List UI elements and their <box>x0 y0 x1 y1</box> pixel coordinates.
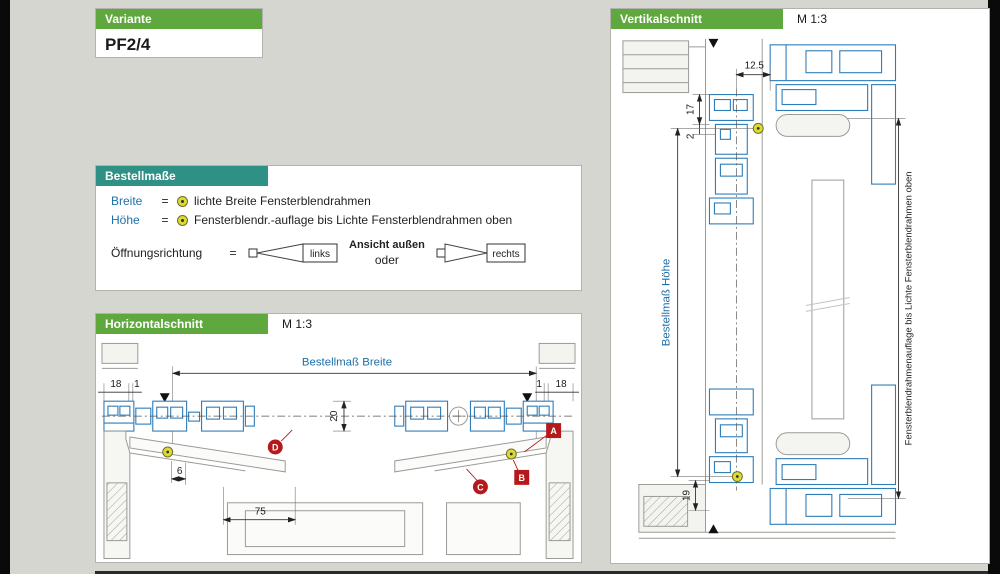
bestellmasse-panel: Bestellmaße Breite = lichte Breite Fenst… <box>95 165 582 291</box>
dim-12-5-value: 12.5 <box>745 61 765 72</box>
page-edge-left <box>0 0 10 574</box>
target-icon <box>177 214 188 226</box>
svg-text:B: B <box>519 473 526 483</box>
auflage-note-label: Fensterblendrahmenauflage bis Lichte Fen… <box>903 171 914 445</box>
sill-jamb-right <box>394 430 574 560</box>
equals-sign: = <box>229 246 237 260</box>
wall-stub-right <box>538 342 576 369</box>
section-arrow-left <box>159 393 170 403</box>
vertikalschnitt-header: Vertikalschnitt <box>611 9 783 29</box>
rechts-label: rechts <box>492 249 519 260</box>
breite-label: Breite <box>111 194 143 208</box>
vertikalschnitt-panel: Vertikalschnitt M 1:3 <box>610 8 990 564</box>
svg-text:A: A <box>550 426 557 436</box>
svg-text:C: C <box>477 482 484 492</box>
ref-markers: D C B A <box>267 423 562 495</box>
breite-text: lichte Breite Fensterblendrahmen <box>194 194 371 208</box>
dim-18-left: 18 <box>110 379 122 390</box>
dim-6-value: 6 <box>177 466 183 477</box>
dim-75-value: 75 <box>255 507 267 518</box>
frame-right-bottom <box>769 384 897 525</box>
dim-18-right: 18 <box>556 379 568 390</box>
hoehe-text: Fensterblendr.-auflage bis Lichte Fenste… <box>194 213 513 227</box>
marker-a: A <box>546 423 562 439</box>
horizontalschnitt-panel: Horizontalschnitt M 1:3 <box>95 313 582 563</box>
horizontalschnitt-header: Horizontalschnitt <box>96 314 268 334</box>
dim-2: 2 <box>686 124 716 139</box>
page-edge-bottom <box>95 571 988 574</box>
profiles-upper <box>708 94 754 225</box>
break-line <box>805 297 850 306</box>
section-arrow-right <box>522 393 533 403</box>
links-label: links <box>310 249 330 260</box>
bestellmass-hoehe-label: Bestellmaß Höhe <box>661 259 673 347</box>
dim-right-edge: 1 18 <box>535 379 580 402</box>
variante-value: PF2/4 <box>105 35 151 54</box>
vertikalschnitt-scale: M 1:3 <box>797 12 828 26</box>
bestellmass-breite-label: Bestellmaß Breite <box>302 356 392 368</box>
vertical-section-drawing: 12.5 17 2 19 <box>622 38 914 539</box>
frame-column <box>705 38 763 487</box>
equals-sign: = <box>161 194 169 208</box>
ansicht-aussen-label: Ansicht außen <box>349 239 425 251</box>
dim-12-5: 12.5 <box>735 61 772 91</box>
break-line <box>805 302 850 312</box>
horizontal-section-drawing: Bestellmaß Breite 18 1 1 18 <box>97 342 580 560</box>
target-icon <box>177 195 188 207</box>
target-marker-left <box>162 446 174 458</box>
frame-cap-top <box>775 113 851 137</box>
breite-row: Breite = lichte Breite Fensterblendrahme… <box>111 194 575 208</box>
wall-stub-left <box>101 342 139 369</box>
hoehe-label: Höhe <box>111 213 140 227</box>
marker-d: D <box>267 439 283 455</box>
dim-19: 19 <box>682 479 710 512</box>
dim-20-value: 20 <box>329 410 340 422</box>
dim-auflage: Fensterblendrahmenauflage bis Lichte Fen… <box>847 117 914 500</box>
target-marker-bottom <box>731 471 743 483</box>
dim-17: 17 <box>686 93 710 126</box>
horizontalschnitt-scale: M 1:3 <box>282 317 313 331</box>
dim-6: 6 <box>170 460 187 485</box>
opening-symbol-rechts: rechts <box>436 243 526 263</box>
page-edge-right <box>988 0 1000 574</box>
dim-1-right: 1 <box>536 379 542 390</box>
svg-text:D: D <box>272 442 279 452</box>
bestellmasse-table: Breite = lichte Breite Fensterblendrahme… <box>111 194 575 267</box>
equals-sign: = <box>161 213 169 227</box>
dim-1-left: 1 <box>134 379 140 390</box>
dim-17-value: 17 <box>686 103 697 115</box>
variante-panel: Variante PF2/4 <box>95 8 263 58</box>
dim-bestellmass-breite: Bestellmaß Breite <box>171 356 538 448</box>
section-arrow-bottom <box>708 524 719 534</box>
target-marker-top <box>752 122 764 134</box>
sash-panels <box>226 502 521 556</box>
opening-symbol-links: links <box>248 243 338 263</box>
wall-top-left <box>622 40 706 94</box>
dim-bestellmass-hoehe: Bestellmaß Höhe <box>661 127 757 478</box>
marker-c: C <box>472 479 488 495</box>
dim-19-value: 19 <box>682 489 693 501</box>
marker-b: B <box>514 469 530 485</box>
target-marker-right <box>505 448 517 460</box>
oeffnungsrichtung-row: Öffnungsrichtung = links Ansicht außen o… <box>111 239 575 267</box>
dim-20: 20 <box>329 400 351 432</box>
oder-label: oder <box>374 253 399 267</box>
frame-cap-bottom <box>775 432 851 456</box>
ansicht-block: Ansicht außen oder <box>349 239 425 267</box>
dim-2-value: 2 <box>686 133 697 139</box>
variante-header: Variante <box>96 9 262 29</box>
hoehe-row: Höhe = Fensterblendr.-auflage bis Lichte… <box>111 213 575 227</box>
dim-75: 75 <box>222 486 297 525</box>
bestellmasse-header: Bestellmaße <box>96 166 268 186</box>
oeffnungsrichtung-label: Öffnungsrichtung <box>111 246 203 260</box>
frame-right-top <box>769 44 897 185</box>
profiles-lower <box>708 388 754 484</box>
dim-left-edge: 18 1 <box>97 379 142 402</box>
section-arrow-top <box>708 38 719 48</box>
sill-jamb-left <box>103 430 286 560</box>
